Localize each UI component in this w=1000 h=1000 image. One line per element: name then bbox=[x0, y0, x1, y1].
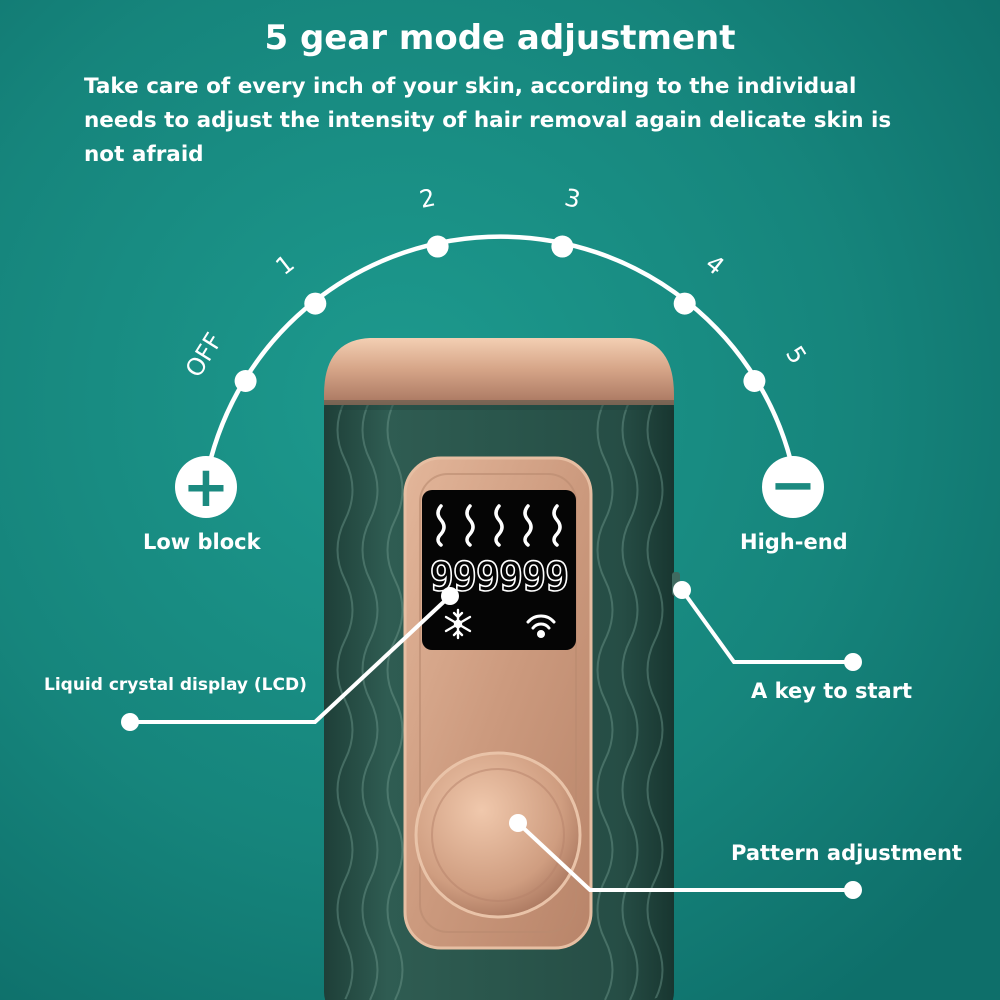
callout-dots bbox=[121, 581, 862, 899]
device-cap bbox=[324, 338, 674, 405]
device: 999999 bbox=[324, 338, 680, 1000]
key-callout-line bbox=[680, 588, 855, 664]
gear-dot-1[interactable] bbox=[304, 292, 327, 315]
gear-dot-2[interactable] bbox=[426, 235, 449, 258]
label-high-end: High-end bbox=[740, 530, 848, 554]
heat-wave bbox=[436, 504, 446, 547]
heat-wave bbox=[494, 504, 504, 547]
label-lcd: Liquid crystal display (LCD) bbox=[44, 675, 307, 695]
gear-dot-4[interactable] bbox=[673, 292, 696, 315]
minus-icon: − bbox=[770, 453, 817, 518]
gear-dot-5[interactable] bbox=[743, 370, 766, 393]
plus-icon: + bbox=[183, 455, 230, 520]
pattern-callout-line bbox=[516, 821, 855, 892]
callouts bbox=[128, 588, 855, 892]
page-subtitle: Take care of every inch of your skin, ac… bbox=[84, 74, 892, 167]
lcd-callout-line bbox=[128, 594, 452, 724]
gear-dial-arc bbox=[205, 234, 796, 471]
gear-label-2: 2 bbox=[417, 183, 438, 214]
heat-wave-icon bbox=[436, 504, 562, 547]
snowflake-icon bbox=[444, 608, 472, 640]
lcd-screen bbox=[422, 490, 576, 650]
page-title: 5 gear mode adjustment bbox=[264, 18, 736, 58]
heat-wave bbox=[552, 504, 562, 547]
heat-wave bbox=[465, 504, 475, 547]
device-texture bbox=[336, 399, 664, 1000]
heat-wave bbox=[523, 504, 533, 547]
wireless-signal-icon bbox=[526, 614, 556, 638]
label-pattern: Pattern adjustment bbox=[731, 841, 962, 865]
gear-dot-3[interactable] bbox=[551, 235, 574, 258]
gear-label-3: 3 bbox=[562, 183, 583, 214]
minus-button[interactable]: − bbox=[762, 453, 824, 518]
label-low-block: Low block bbox=[143, 530, 261, 554]
label-key-start: A key to start bbox=[751, 679, 913, 703]
pattern-button[interactable] bbox=[414, 751, 582, 919]
gear-dot-off[interactable] bbox=[234, 370, 257, 393]
plus-button[interactable]: + bbox=[175, 455, 237, 520]
